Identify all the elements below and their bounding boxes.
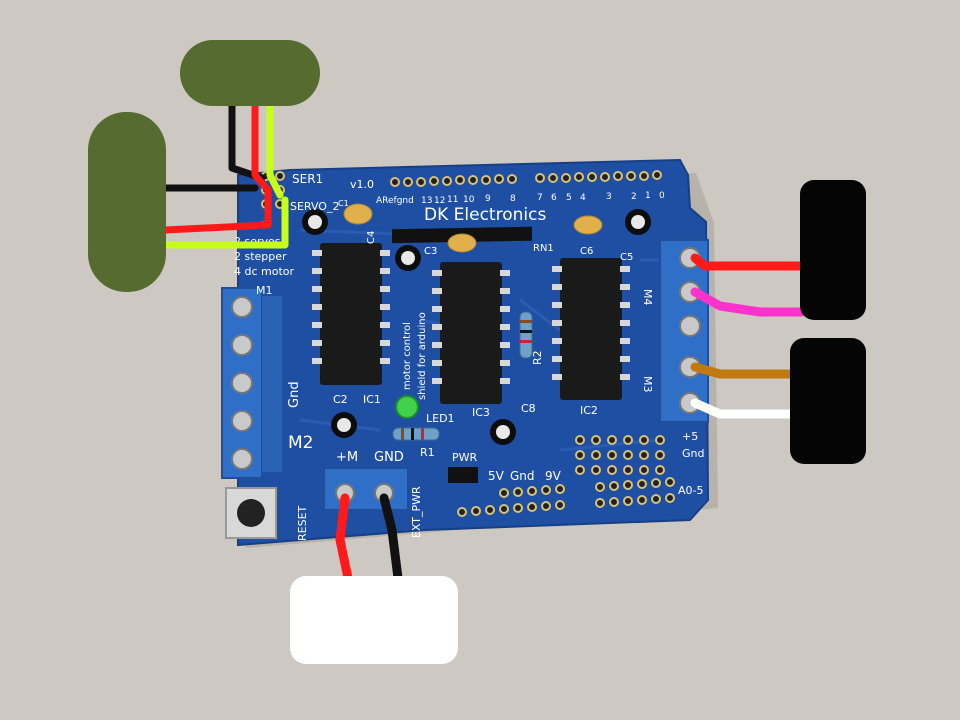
pin-label-5: 5 xyxy=(566,193,572,203)
label-servo-info-2: 2 stepper xyxy=(234,250,287,263)
label-a05: A0-5 xyxy=(678,484,704,497)
pin-label-2: 2 xyxy=(631,192,637,202)
label-m4: M4 xyxy=(641,289,654,306)
label-r1: R1 xyxy=(420,446,435,459)
power-wires xyxy=(335,493,403,583)
servo-wires xyxy=(161,96,289,249)
pin-label-6: 6 xyxy=(551,193,557,203)
label-plus5: +5 xyxy=(682,430,698,443)
ic-chips xyxy=(320,243,622,404)
pin-label-3: 3 xyxy=(606,192,612,202)
label-c5: C5 xyxy=(620,252,633,263)
green-led xyxy=(395,395,419,419)
motor-blob-top xyxy=(800,180,866,320)
ic4-chip xyxy=(320,243,382,385)
label-ext-pwr: EXT_PWR xyxy=(410,486,423,538)
label-ic2: IC2 xyxy=(580,404,598,417)
label-m3: M3 xyxy=(641,376,654,393)
resistor-r2 xyxy=(519,311,533,359)
label-c3: C3 xyxy=(424,246,437,257)
label-c2: C2 xyxy=(333,393,348,406)
label-version: v1.0 xyxy=(350,178,374,191)
label-c4: C4 xyxy=(366,231,377,244)
servo-blob-top xyxy=(180,40,320,106)
label-ic1: IC1 xyxy=(363,393,381,406)
ic3-chip xyxy=(440,262,502,404)
label-pwr: PWR xyxy=(452,451,478,464)
pin-label-1: 1 xyxy=(645,191,651,201)
label-c6: C6 xyxy=(580,246,593,257)
label-plus-m: +M xyxy=(336,450,358,465)
label-servo-info-3: 4 dc motor xyxy=(234,265,295,278)
pwr-jumper xyxy=(448,467,478,483)
top-header-pins xyxy=(390,170,662,187)
label-gnd-right: Gnd xyxy=(682,447,704,460)
label-c8: C8 xyxy=(521,402,536,415)
electrolytic-capacitors xyxy=(302,209,651,445)
label-m1: M1 xyxy=(256,284,273,297)
label-9v: 9V xyxy=(545,469,562,483)
label-ic3: IC3 xyxy=(472,406,490,419)
label-5v: 5V xyxy=(488,469,505,483)
pin-label-7: 7 xyxy=(537,193,543,203)
power-source-blob xyxy=(290,576,458,664)
pin-label-9: 9 xyxy=(485,194,491,204)
label-m2: M2 xyxy=(288,433,313,453)
label-led1: LED1 xyxy=(426,412,455,425)
reset-button xyxy=(225,487,277,539)
label-shield-1: motor control xyxy=(402,322,413,390)
ic2-chip xyxy=(560,258,622,400)
label-aref-gnd: ARefgnd xyxy=(376,196,414,206)
pin-label-12: 12 xyxy=(434,196,445,206)
pin-label-11: 11 xyxy=(447,195,458,205)
label-ser1: SER1 xyxy=(292,172,323,186)
resistor-r1 xyxy=(392,427,440,441)
label-servo2: SERVO_2 xyxy=(290,200,339,213)
label-gnd-bottom: GND xyxy=(374,450,404,465)
pin-label-0: 0 xyxy=(659,191,665,201)
bottom-header-pins xyxy=(457,477,675,517)
analog-grid-pins xyxy=(575,435,665,475)
label-reset: RESET xyxy=(296,505,309,541)
servo-blob-left xyxy=(88,112,166,292)
label-shield-2: shield for arduino xyxy=(417,312,428,400)
pin-label-10: 10 xyxy=(463,195,475,205)
label-rn1: RN1 xyxy=(533,243,554,254)
terminal-screws-left xyxy=(231,296,253,470)
motor-wires-right xyxy=(690,253,807,419)
label-brand: DK Electronics xyxy=(424,205,546,225)
label-r2: R2 xyxy=(531,350,544,365)
ic-legs xyxy=(312,250,630,384)
pin-label-4: 4 xyxy=(580,193,586,203)
label-gnd-left: Gnd xyxy=(287,381,302,408)
motor-blob-bottom xyxy=(790,338,866,464)
ceramic-capacitors xyxy=(343,203,603,253)
pin-label-13: 13 xyxy=(421,196,432,206)
pin-label-8: 8 xyxy=(510,194,516,204)
label-gnd-mid: Gnd xyxy=(510,469,535,483)
label-c1: C1 xyxy=(338,199,349,208)
